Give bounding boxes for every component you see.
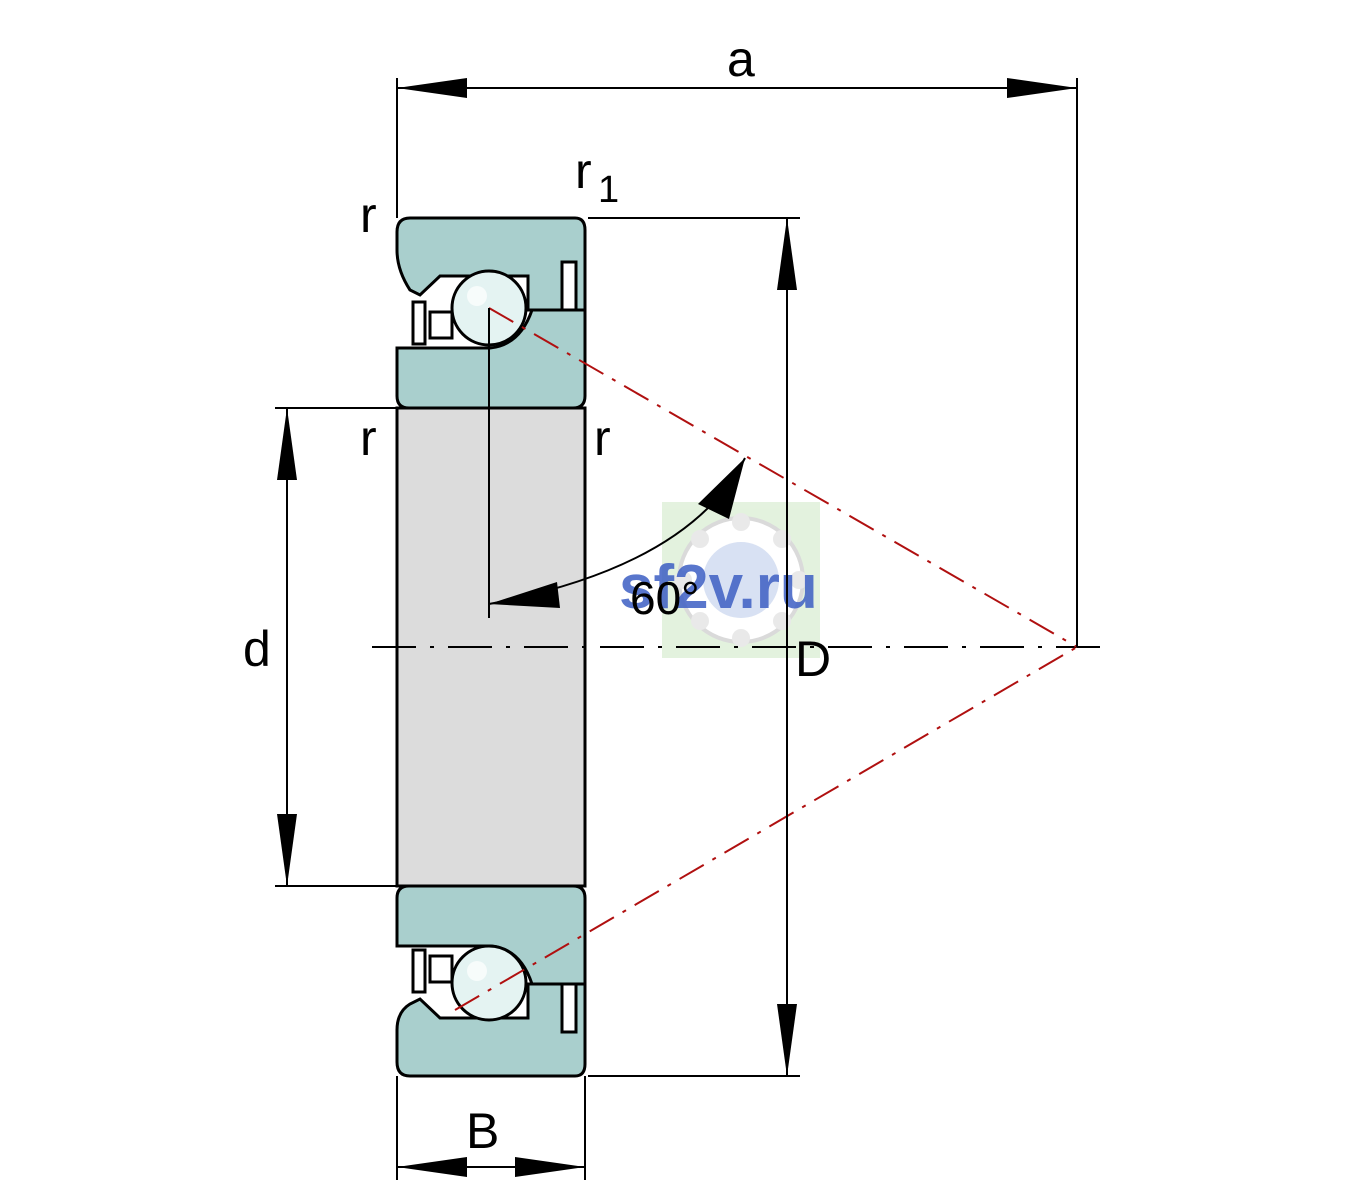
watermark-text: sf2v.ru	[619, 553, 818, 622]
watermark-logo	[662, 502, 820, 658]
dimension-d	[275, 407, 397, 887]
top-right-seal	[560, 260, 578, 312]
label-r-bore-left: r	[360, 410, 377, 466]
top-ring-section	[395, 216, 587, 410]
label-D: D	[795, 631, 831, 687]
label-d: d	[243, 621, 271, 677]
dimension-a	[396, 78, 1078, 647]
label-r-bore-right: r	[594, 410, 611, 466]
bottom-left-seal	[411, 948, 427, 994]
label-a: a	[727, 31, 755, 87]
top-outer-ring	[395, 216, 587, 312]
upper-contact-line	[488, 307, 1078, 648]
label-B: B	[466, 1103, 499, 1159]
label-r1: r	[575, 143, 592, 199]
top-cage	[428, 310, 454, 340]
dimension-B	[396, 1076, 586, 1180]
top-inner-ring	[395, 308, 587, 410]
angle-arrow-head-left	[489, 582, 560, 608]
lower-contact-line	[454, 646, 1078, 1011]
angle-arrow-head-top	[698, 458, 745, 519]
bottom-ring-section	[395, 884, 587, 1078]
label-r-top-left: r	[360, 187, 377, 243]
dimension-D	[588, 217, 800, 1077]
bottom-right-seal	[560, 982, 578, 1034]
label-r1-subscript: 1	[598, 169, 619, 211]
bottom-cage	[428, 954, 454, 984]
top-left-seal	[411, 300, 427, 346]
bottom-ball	[450, 944, 528, 1022]
label-contact-angle: 60°	[630, 572, 700, 624]
bottom-outer-ring	[395, 982, 587, 1078]
